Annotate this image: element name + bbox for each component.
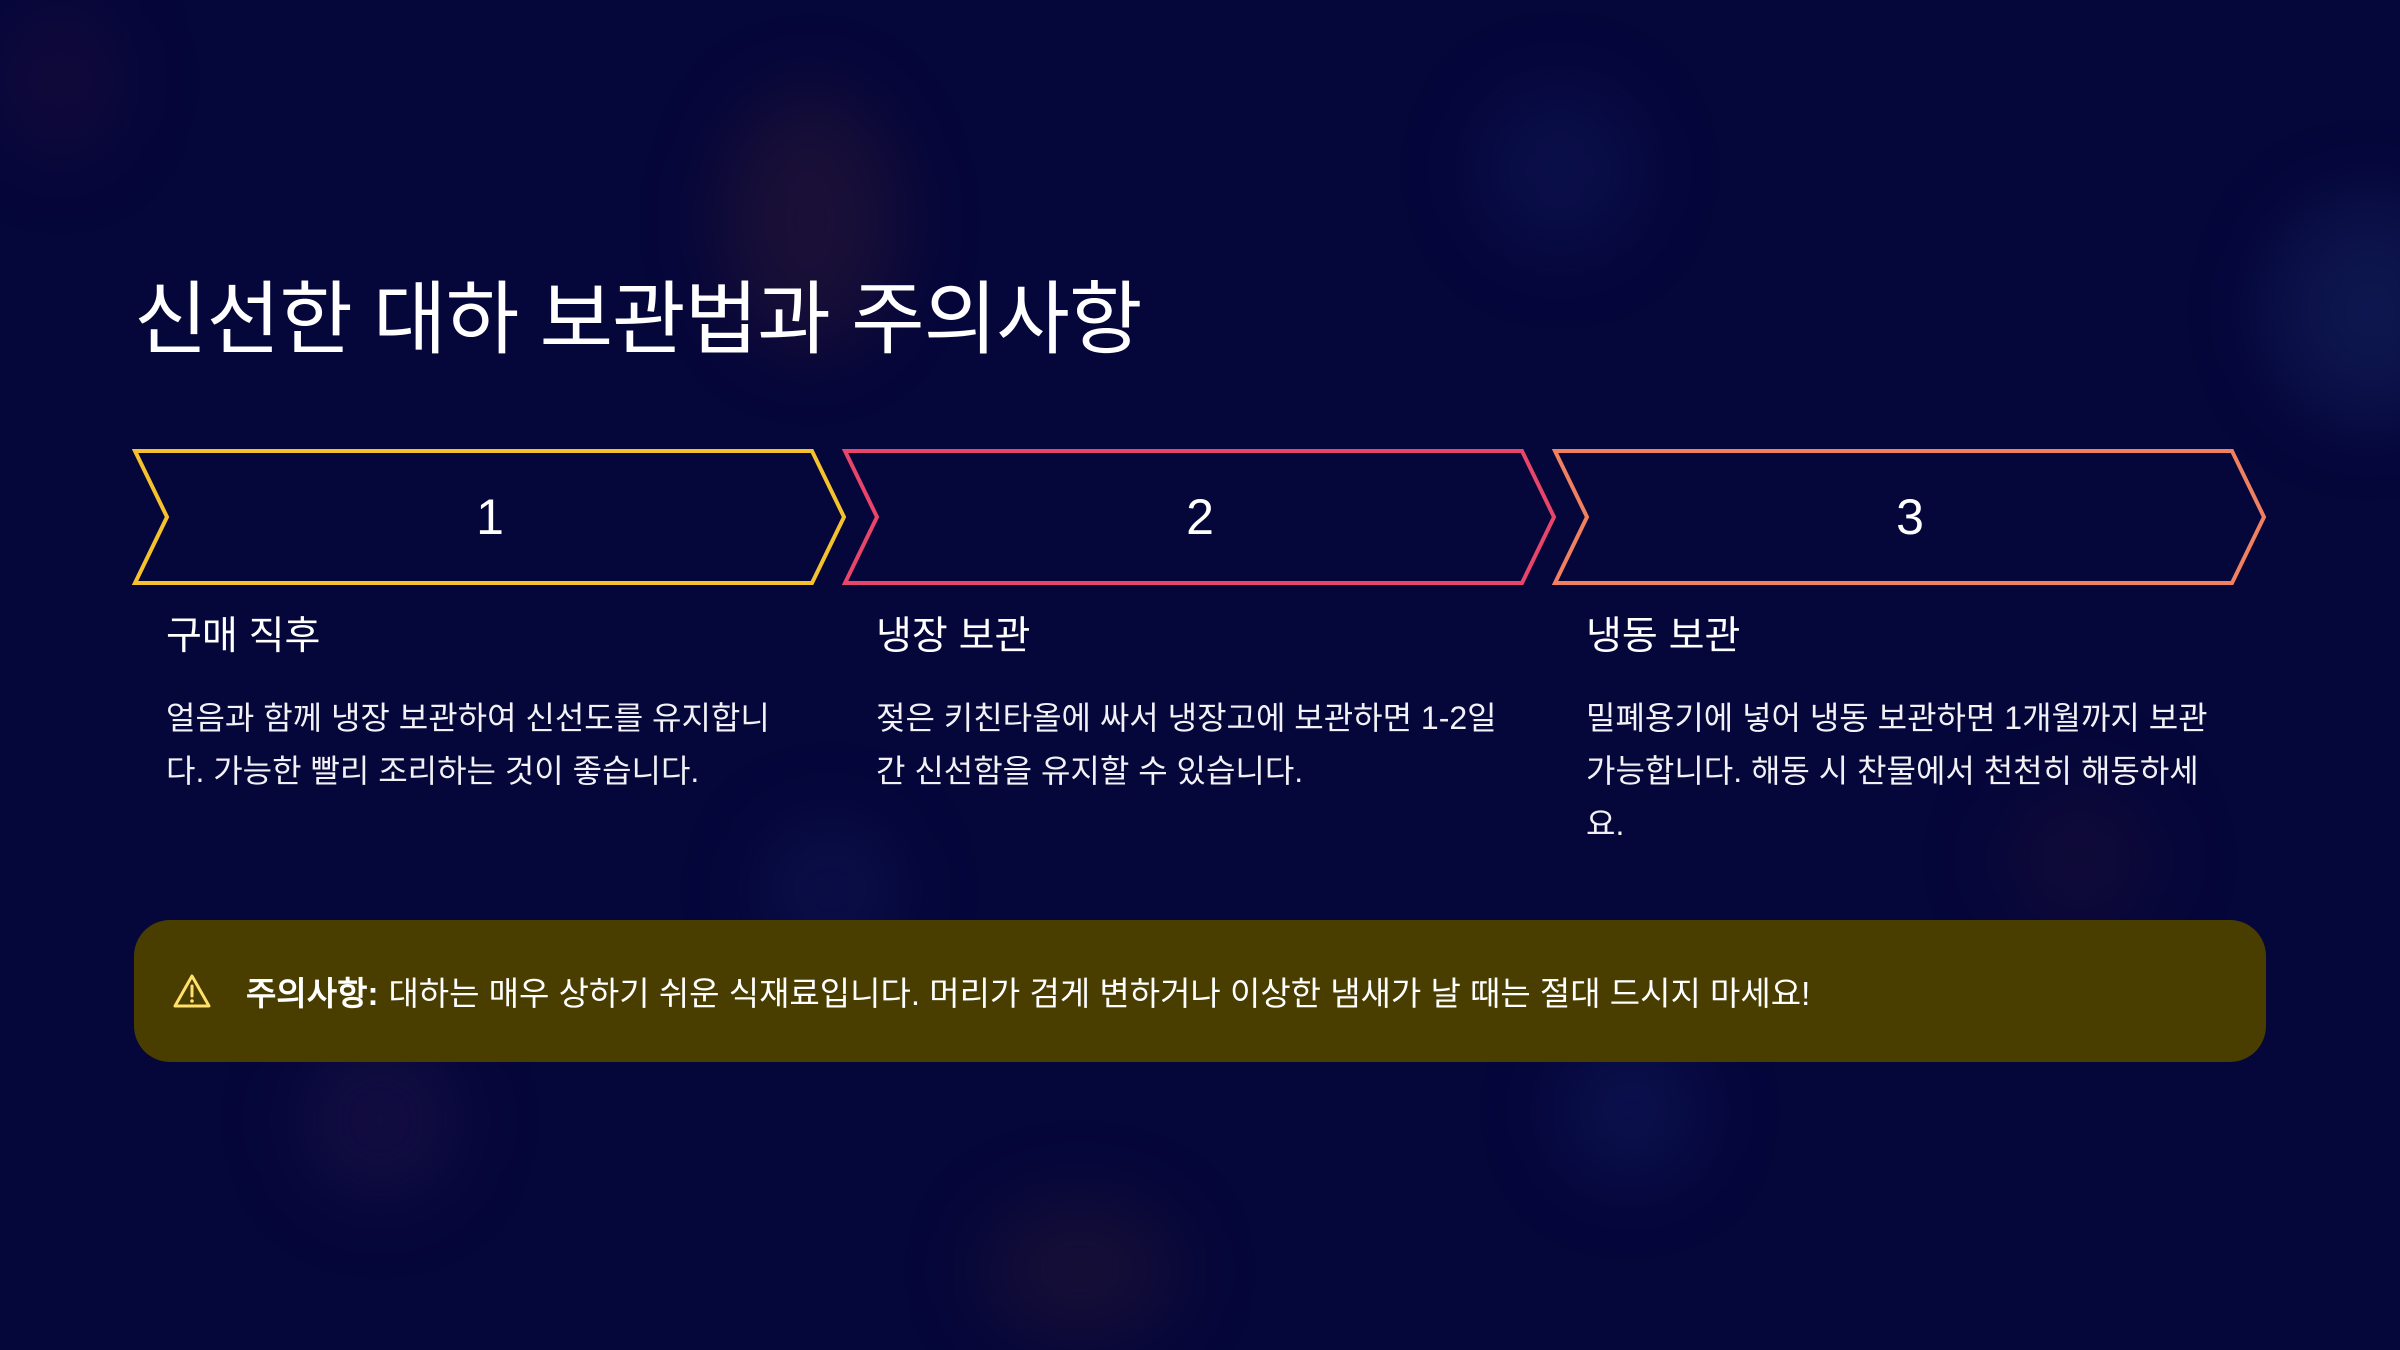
step-heading: 구매 직후 bbox=[166, 615, 321, 658]
background-glow bbox=[2270, 200, 2400, 420]
step-card-2: 2 냉장 보관 젖은 키친타올에 싸서 냉장고에 보관하면 1-2일간 신선함을… bbox=[842, 448, 1558, 789]
step-description: 젖은 키친타올에 싸서 냉장고에 보관하면 1-2일간 신선함을 유지할 수 있… bbox=[876, 700, 1497, 789]
chevron-arrow-shape bbox=[132, 449, 847, 585]
step-chevron-2: 2 bbox=[842, 448, 1558, 586]
step-number: 1 bbox=[476, 489, 504, 545]
chevron-arrow-shape bbox=[842, 449, 1557, 585]
step-description: 얼음과 함께 냉장 보관하여 신선도를 유지합니다. 가능한 빨리 조리하는 것… bbox=[166, 700, 770, 789]
warning-banner: 주의사항: 대하는 매우 상하기 쉬운 식재료입니다. 머리가 검게 변하거나 … bbox=[134, 920, 2266, 1062]
step-heading: 냉동 보관 bbox=[1586, 615, 1741, 658]
background-glow bbox=[300, 1040, 460, 1200]
background-glow bbox=[1480, 90, 1640, 250]
background-glow bbox=[0, 0, 120, 160]
step-description: 밀폐용기에 넣어 냉동 보관하면 1개월까지 보관 가능합니다. 해동 시 찬물… bbox=[1586, 700, 2208, 842]
step-number: 2 bbox=[1186, 489, 1214, 545]
chevron-arrow-shape bbox=[1552, 449, 2267, 585]
warning-triangle-icon bbox=[173, 974, 211, 1008]
step-card-3: 3 냉동 보관 밀폐용기에 넣어 냉동 보관하면 1개월까지 보관 가능합니다.… bbox=[1552, 448, 2268, 842]
step-chevron-1: 1 bbox=[132, 448, 848, 586]
step-card-1: 1 구매 직후 얼음과 함께 냉장 보관하여 신선도를 유지합니다. 가능한 빨… bbox=[132, 448, 848, 789]
step-heading: 냉장 보관 bbox=[876, 615, 1031, 658]
step-number: 3 bbox=[1896, 489, 1924, 545]
step-chevron-3: 3 bbox=[1552, 448, 2268, 586]
warning-text: 대하는 매우 상하기 쉬운 식재료입니다. 머리가 검게 변하거나 이상한 냄새… bbox=[388, 975, 1811, 1012]
page-title: 신선한 대하 보관법과 주의사항 bbox=[134, 275, 1142, 364]
warning-label: 주의사항: bbox=[246, 975, 379, 1012]
background-glow bbox=[980, 1200, 1180, 1340]
